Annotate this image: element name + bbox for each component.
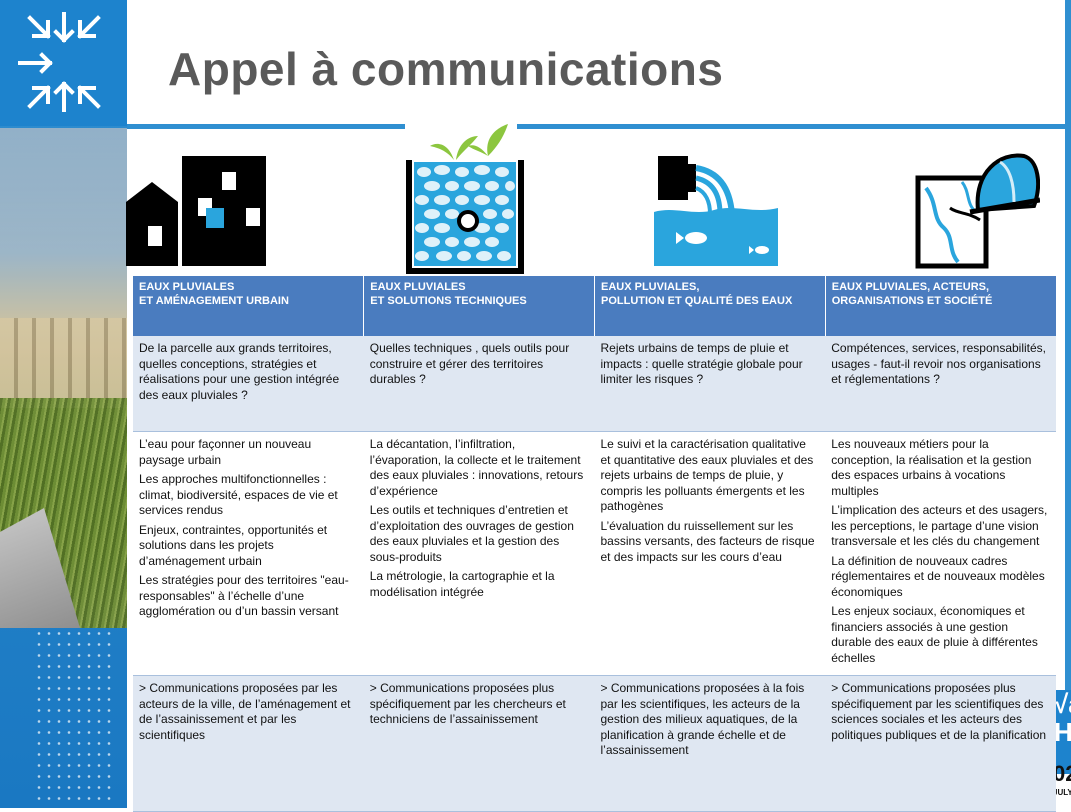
topics-cell: L’eau pour façonner un nouveau paysage u…: [133, 431, 364, 676]
event-logo-cut: √a H 023 JULY: [1053, 690, 1071, 808]
topics-cell: Les nouveaux métiers pour la conception,…: [825, 431, 1056, 676]
topic-item: Les outils et techniques d’entretien et …: [369, 503, 574, 564]
event-logo-year: 023: [1053, 761, 1071, 786]
question-cell: Quelles techniques , quels outils pour c…: [363, 336, 595, 432]
infiltration-trench-icon: [406, 124, 524, 274]
audience-row: > Communications proposées par les acteu…: [133, 675, 1056, 812]
table-header-row: EAUX PLUVIALES ET AMÉNAGEMENT URBAIN EAUX…: [133, 276, 1056, 336]
audience-cell: > Communications proposées par les acteu…: [133, 675, 364, 812]
audience-cell: > Communications proposées plus spécifiq…: [363, 675, 595, 812]
topic-item: Les nouveaux métiers pour la conception,…: [831, 437, 1032, 498]
background-photo: [0, 128, 127, 628]
header-line: EAUX PLUVIALES,: [601, 281, 700, 293]
left-decorative-band: [0, 0, 127, 808]
topic-item: L’implication des acteurs et des usagers…: [831, 503, 1048, 548]
dot-pattern: [34, 628, 114, 808]
audience-cell: > Communications proposées plus spécifiq…: [825, 675, 1056, 812]
logo-area: [0, 0, 127, 126]
topic-item: Les enjeux sociaux, économiques et finan…: [831, 604, 1038, 665]
column-header-solutions: EAUX PLUVIALES ET SOLUTIONS TECHNIQUES: [363, 276, 595, 336]
event-logo-text-2: H: [1054, 717, 1071, 747]
question-cell: Rejets urbains de temps de pluie et impa…: [594, 336, 826, 432]
event-logo-month: JULY: [1053, 788, 1071, 797]
right-accent-strip: [1065, 0, 1071, 808]
question-cell: De la parcelle aux grands territoires, q…: [133, 336, 364, 432]
slide-title: Appel à communications: [168, 43, 724, 95]
topic-item: La métrologie, la cartographie et la mod…: [369, 569, 555, 599]
topic-item: Les stratégies pour des territoires "eau…: [139, 573, 349, 618]
event-logo-blue-block: [1053, 690, 1071, 774]
topics-row: L’eau pour façonner un nouveau paysage u…: [133, 431, 1056, 676]
event-logo-text-1: √a: [1054, 690, 1071, 719]
topic-item: L’évaluation du ruissellement sur les ba…: [600, 518, 815, 564]
header-line: ET AMÉNAGEMENT URBAIN: [139, 295, 289, 307]
column-header-amenagement: EAUX PLUVIALES ET AMÉNAGEMENT URBAIN: [133, 276, 365, 336]
header-line: POLLUTION ET QUALITÉ DES EAUX: [601, 295, 793, 307]
column-header-pollution: EAUX PLUVIALES, POLLUTION ET QUALITÉ DES …: [594, 276, 826, 336]
topic-item: La définition de nouveaux cadres régleme…: [831, 553, 1045, 599]
map-helmet-icon: [915, 153, 1040, 269]
topic-item: La décantation, l’infiltration, l’évapor…: [369, 437, 584, 498]
topics-cell: La décantation, l’infiltration, l’évapor…: [363, 431, 595, 676]
question-cell: Compétences, services, responsabilités, …: [825, 336, 1056, 432]
title-rule-left: [127, 124, 405, 129]
header-line: EAUX PLUVIALES, ACTEURS,: [831, 281, 990, 293]
outfall-pollution-icon: [654, 156, 778, 266]
topics-table: EAUX PLUVIALES ET AMÉNAGEMENT URBAIN EAUX…: [133, 276, 1056, 812]
header-line: EAUX PLUVIALES: [370, 281, 466, 293]
header-line: ORGANISATIONS ET SOCIÉTÉ: [831, 295, 993, 307]
photo-building: [0, 318, 127, 408]
header-line: ET SOLUTIONS TECHNIQUES: [370, 295, 527, 307]
question-row: De la parcelle aux grands territoires, q…: [133, 336, 1056, 432]
topic-item: Les approches multifonctionnelles : clim…: [139, 472, 338, 517]
title-rule-right: [517, 124, 1071, 129]
topic-item: L’eau pour façonner un nouveau paysage u…: [139, 437, 312, 467]
header-line: EAUX PLUVIALES: [139, 281, 235, 293]
arrows-logo-icon: [18, 12, 101, 112]
urban-buildings-icon: [126, 156, 266, 266]
topics-cell: Le suivi et la caractérisation qualitati…: [594, 431, 826, 676]
audience-cell: > Communications proposées à la fois par…: [594, 675, 826, 812]
topic-item: Le suivi et la caractérisation qualitati…: [600, 437, 814, 513]
column-header-acteurs: EAUX PLUVIALES, ACTEURS, ORGANISATIONS ET…: [825, 276, 1056, 336]
topic-item: Enjeux, contraintes, opportunités et sol…: [139, 522, 328, 568]
